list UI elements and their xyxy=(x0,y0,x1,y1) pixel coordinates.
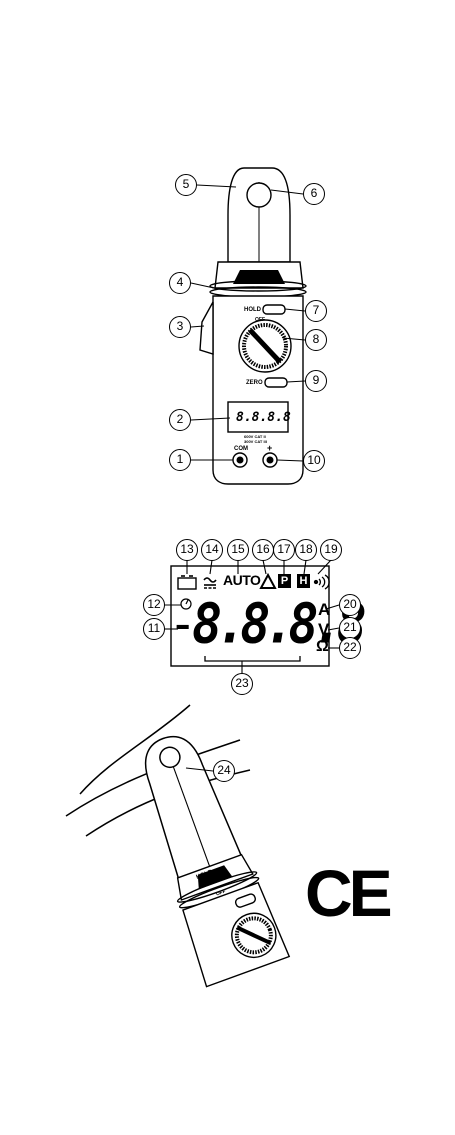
callout-24: 24 xyxy=(213,760,235,782)
usage-drawing xyxy=(0,0,455,960)
ce-mark: CE xyxy=(305,858,389,928)
